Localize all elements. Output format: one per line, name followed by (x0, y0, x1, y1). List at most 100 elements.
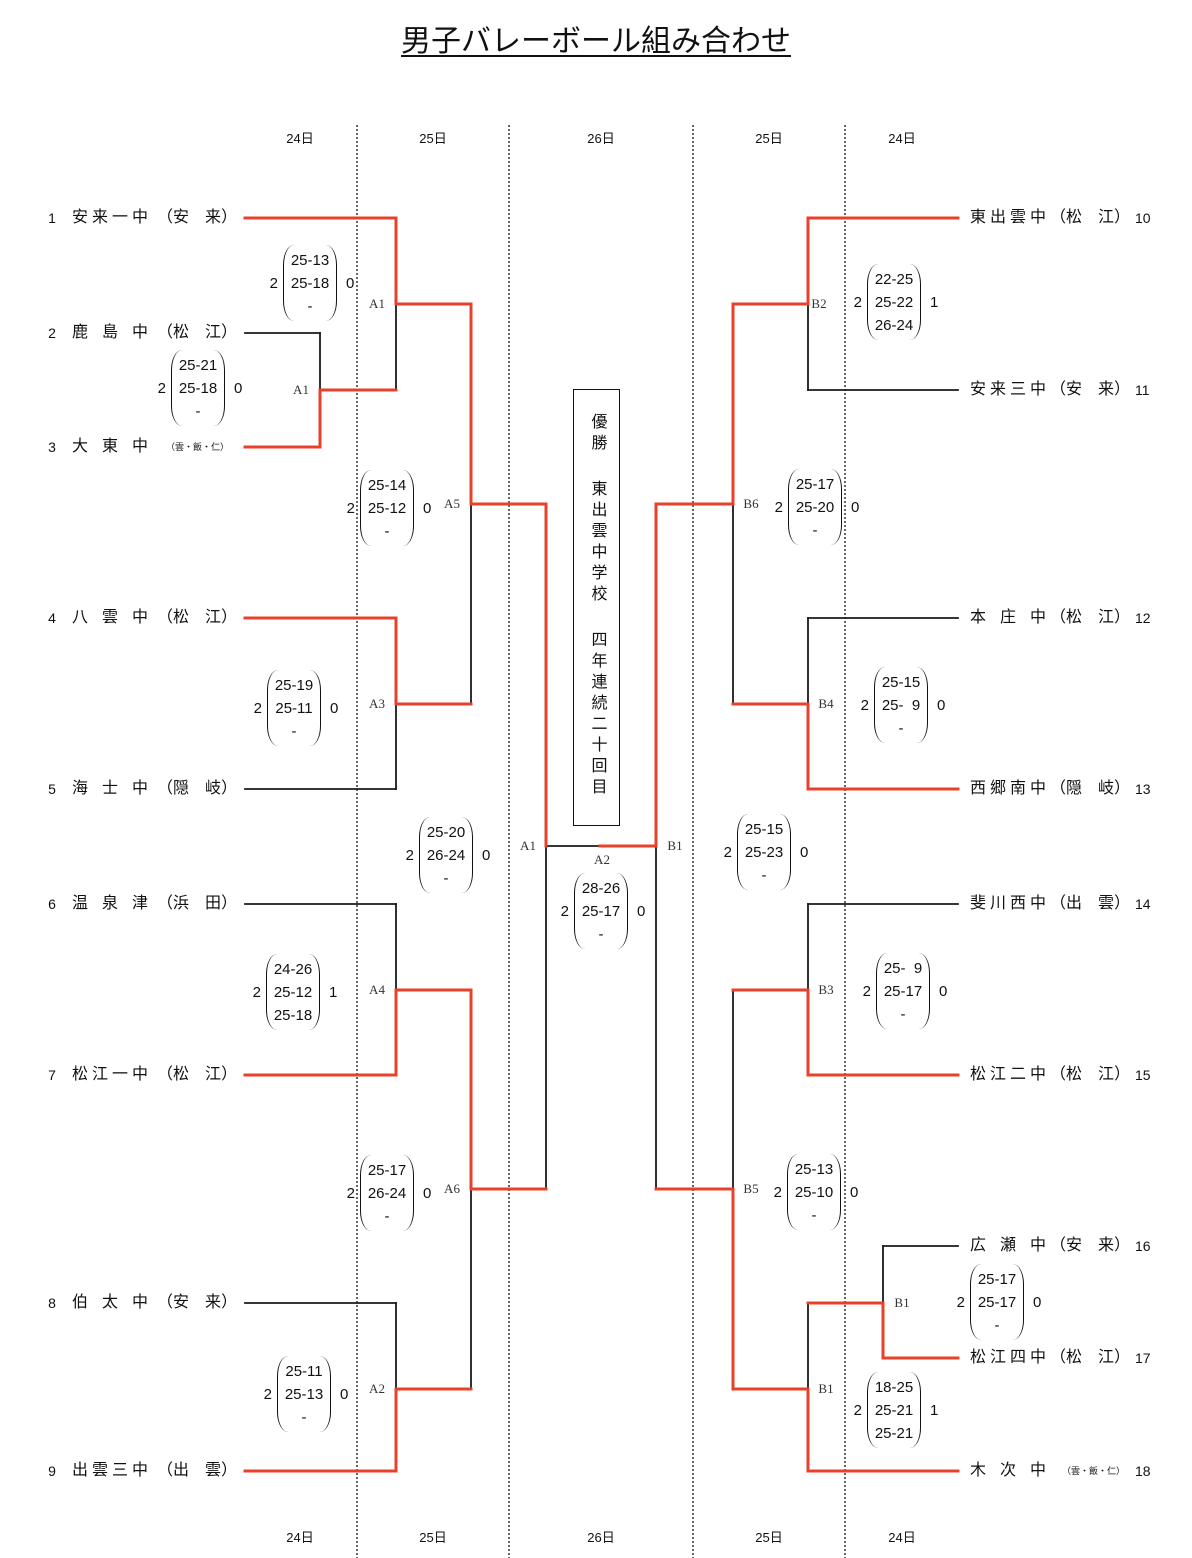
team-row-right: 東出雲中 （松 江） 10 (0, 208, 1192, 228)
seed-number: 17 (1135, 1350, 1151, 1366)
seed-number: 12 (1135, 610, 1151, 626)
char: 郷 (989, 780, 1006, 797)
set-score: 25-23 (744, 843, 784, 861)
seed-number: 11 (1135, 382, 1150, 398)
char: 安 (1066, 1237, 1083, 1254)
char: 士 (101, 780, 118, 797)
sets-won-left: 2 (862, 982, 871, 1000)
team-row-left: 6 温泉津 （浜 田） (0, 894, 1192, 914)
char: 松 (1066, 1066, 1083, 1083)
set-score: 25- 9 (881, 696, 921, 714)
set-score: 25-20 (426, 823, 466, 841)
set-score: 25-15 (881, 673, 921, 691)
match-label: B6 (743, 496, 759, 511)
team-name: 斐川西中 (970, 894, 1046, 914)
set-score: 25-13 (794, 1160, 834, 1178)
day-label-top: 24日 (286, 131, 314, 146)
char: 江 (1098, 1349, 1115, 1366)
char: 岐 (205, 780, 222, 797)
team-region: （松 江） (157, 608, 237, 628)
team-name: 東出雲中 (970, 208, 1046, 228)
char: 川 (989, 895, 1006, 912)
set-score: - (443, 869, 449, 887)
champion-label: 優勝 (588, 413, 606, 455)
char: （ (1050, 1349, 1067, 1366)
char: 中 (1029, 780, 1046, 797)
set-score: - (812, 521, 818, 539)
char: ） (1114, 381, 1131, 398)
char: 鹿 (72, 324, 89, 341)
team-region: （安 来） (1050, 1236, 1130, 1256)
set-score: 25-12 (273, 983, 313, 1001)
set-score: - (761, 866, 767, 884)
sets-won-right: 0 (1033, 1293, 1042, 1311)
char: 松 (1066, 1349, 1083, 1366)
char (1082, 1348, 1098, 1368)
match-label: B1 (894, 1295, 910, 1310)
set-score: 25-11 (275, 699, 313, 717)
char: 中 (131, 209, 148, 226)
char: 斐 (970, 895, 987, 912)
char: 四 (1009, 1349, 1026, 1366)
char: 雲 (91, 1462, 108, 1479)
char: （ (157, 609, 174, 626)
set-score: - (994, 1316, 1000, 1334)
sets-won-right: 0 (482, 846, 491, 864)
team-name: 松江四中 (970, 1348, 1046, 1368)
team-region: （松 江） (1050, 608, 1130, 628)
sets-won-left: 2 (157, 379, 166, 397)
char: 島 (101, 324, 118, 341)
char: 一 (111, 209, 128, 226)
set-score: 25-10 (794, 1183, 834, 1201)
char: 大 (72, 438, 89, 455)
char: 江 (1098, 609, 1115, 626)
char: 雲 (101, 609, 118, 626)
char (189, 323, 205, 343)
day-label-bottom: 24日 (286, 1530, 314, 1545)
set-score: 25-17 (977, 1270, 1017, 1288)
char: 中 (1029, 1237, 1046, 1254)
set-score: - (898, 719, 904, 737)
char: ） (221, 895, 238, 912)
char: 中 (131, 609, 148, 626)
sets-won-left: 2 (405, 846, 414, 864)
team-row-left: 8 伯太中 （安 来） (0, 1293, 1192, 1313)
team-row-left: 7 松江一中 （松 江） (0, 1065, 1192, 1085)
char: 来 (1098, 381, 1115, 398)
set-score: 25-11 (285, 1362, 323, 1380)
match-label: A6 (444, 1181, 460, 1196)
seed-number: 4 (48, 610, 56, 626)
match-label: A5 (444, 496, 460, 511)
team-name: 松江一中 (72, 1065, 148, 1085)
seed-number: 1 (48, 210, 56, 226)
char: 東 (970, 209, 987, 226)
team-row-right: 広瀬中 （安 来） 16 (0, 1236, 1192, 1256)
char: 中 (1029, 209, 1046, 226)
char (1082, 208, 1098, 228)
char: ） (1114, 895, 1131, 912)
char: 安 (1066, 381, 1083, 398)
char: 雲 (205, 1462, 222, 1479)
team-region: （出 雲） (1050, 894, 1130, 914)
sets-won-left: 2 (853, 1401, 862, 1419)
char: 江 (1098, 1066, 1115, 1083)
char: 松 (1066, 209, 1083, 226)
char: （ (1050, 609, 1067, 626)
char (1082, 779, 1098, 799)
team-name: 伯太中 (72, 1293, 148, 1313)
set-score: 25-18 (290, 274, 330, 292)
char: 庄 (999, 609, 1016, 626)
char: 中 (1029, 381, 1046, 398)
char: 西 (1009, 895, 1026, 912)
char: 本 (970, 609, 987, 626)
